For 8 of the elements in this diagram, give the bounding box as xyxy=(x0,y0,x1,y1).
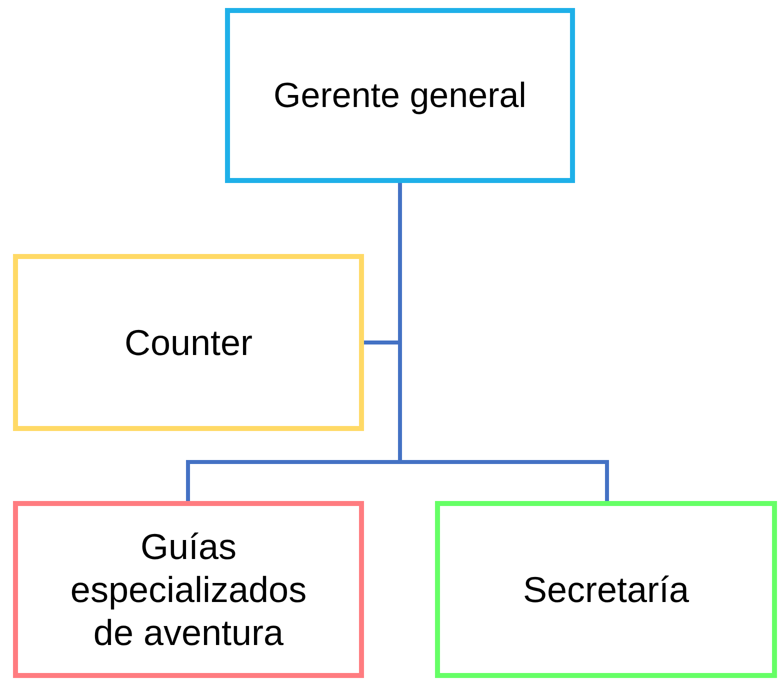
org-box xyxy=(13,254,364,431)
org-box xyxy=(225,8,575,183)
box-label: Gerente general xyxy=(274,74,526,116)
org-box xyxy=(13,501,364,678)
org-box xyxy=(435,501,777,678)
box-label: Secretaría xyxy=(522,568,690,612)
box-label: Counter xyxy=(124,320,253,364)
box-label: Guías especializados de aventura xyxy=(69,524,308,654)
